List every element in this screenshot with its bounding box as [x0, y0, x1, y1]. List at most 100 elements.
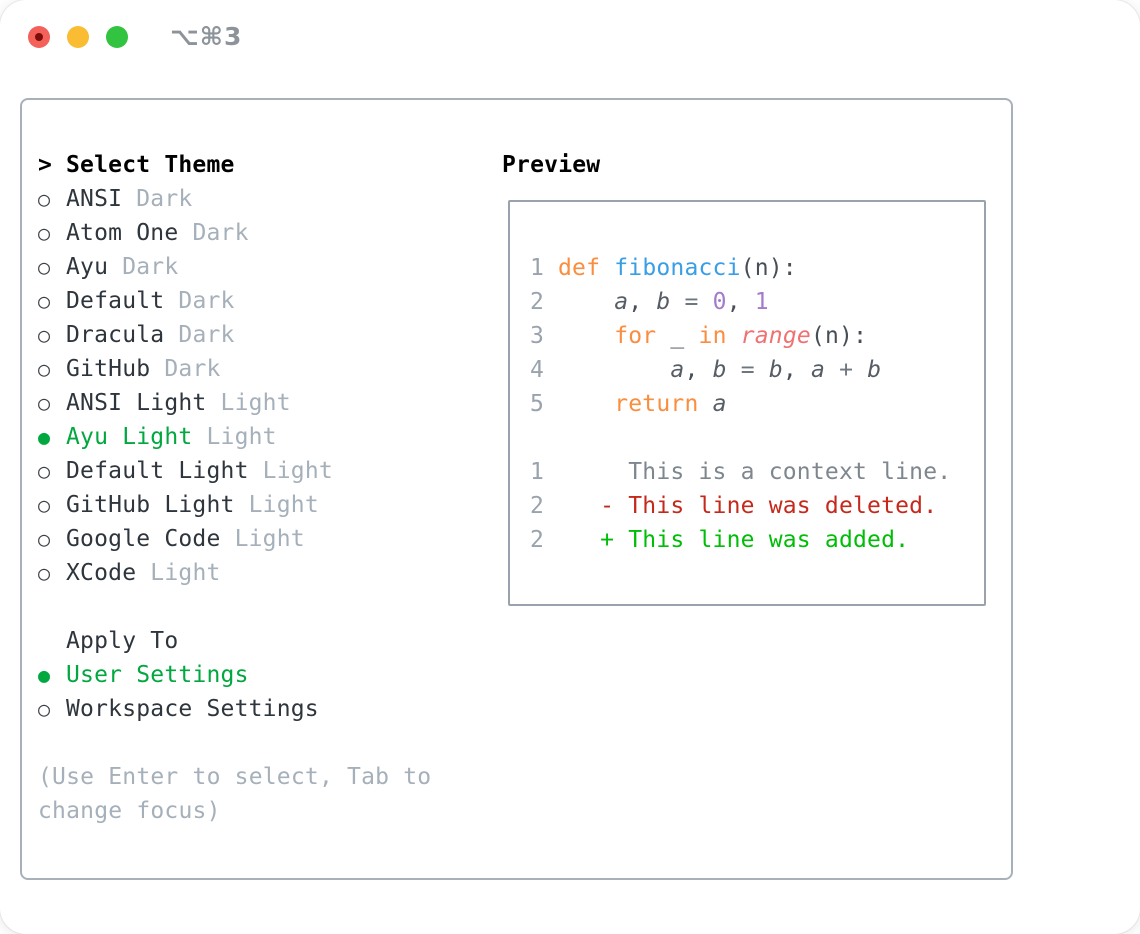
theme-variant-tag: Light — [220, 526, 305, 552]
code-token-op: = — [684, 289, 699, 315]
code-token-va: a — [712, 391, 727, 417]
radio-icon: ○ — [38, 493, 51, 517]
code-token-pl — [670, 289, 684, 315]
line-number: 2 — [530, 289, 545, 315]
radio-selected-icon: ● — [38, 663, 51, 687]
apply-option-label: User Settings — [66, 662, 249, 688]
theme-variant-tag: Dark — [178, 220, 249, 246]
theme-variant-tag: Light — [206, 390, 291, 416]
hint-text-line-1: (Use Enter to select, Tab to — [38, 764, 432, 790]
code-token-kw: in — [698, 323, 727, 349]
theme-variant-tag: Light — [234, 492, 319, 518]
code-token-nu: 1 — [754, 289, 769, 315]
code-token-va: b — [712, 357, 727, 383]
code-line: 3 for _ in range(n): — [530, 319, 951, 353]
theme-variant-tag: Dark — [108, 254, 179, 280]
theme-item-label: ANSI Light — [66, 390, 207, 416]
code-token-va: a — [670, 357, 685, 383]
spacer — [38, 590, 431, 624]
spacer — [530, 421, 951, 455]
code-token-pl: , — [726, 289, 755, 315]
diff-line: 2 - This line was deleted. — [530, 489, 951, 523]
theme-item-label: Ayu Light — [66, 424, 193, 450]
code-token-op: = — [740, 357, 755, 383]
theme-item-label: GitHub — [66, 356, 151, 382]
theme-item-label: Google Code — [66, 526, 221, 552]
theme-item-label: XCode — [66, 560, 137, 586]
line-number: 1 — [530, 255, 545, 281]
theme-item-default-light[interactable]: ○Default Light Light — [38, 454, 431, 488]
preview-header-label: Preview — [502, 152, 601, 178]
zoom-icon[interactable] — [106, 26, 128, 48]
code-token-pl: (n): — [740, 255, 797, 281]
theme-item-label: Default — [66, 288, 165, 314]
code-token-kw: return — [614, 391, 699, 417]
theme-item-ansi-light[interactable]: ○ ANSI Light Light — [38, 386, 431, 420]
code-token-pl — [558, 391, 614, 417]
minimize-icon[interactable] — [67, 26, 89, 48]
theme-variant-tag: Dark — [122, 186, 193, 212]
apply-to-header: Apply To — [38, 624, 431, 658]
radio-icon: ○ — [38, 221, 51, 245]
code-token-pl: , — [628, 289, 657, 315]
theme-item-ayu-light[interactable]: ●Ayu Light Light — [38, 420, 431, 454]
theme-variant-tag: Light — [248, 458, 333, 484]
radio-icon: ○ — [38, 391, 51, 415]
code-token-pl — [727, 323, 741, 349]
select-theme-header: >Select Theme — [38, 148, 431, 182]
code-token-va: b — [768, 357, 783, 383]
code-token-pl — [727, 357, 741, 383]
theme-item-ansi[interactable]: ○ ANSI Dark — [38, 182, 431, 216]
code-token-kw: def — [558, 255, 601, 281]
theme-item-default[interactable]: ○Default Dark — [38, 284, 431, 318]
code-token-va: b — [656, 289, 671, 315]
code-token-nu: 0 — [712, 289, 727, 315]
code-token-del: - This line was deleted. — [558, 493, 938, 519]
line-number: 2 — [530, 493, 545, 519]
radio-icon: ○ — [38, 255, 51, 279]
theme-item-github[interactable]: ○GitHub Dark — [38, 352, 431, 386]
apply-option-user-settings[interactable]: ● User Settings — [38, 658, 431, 692]
theme-item-xcode[interactable]: ○XCode Light — [38, 556, 431, 590]
diff-line: 2 + This line was added. — [530, 523, 951, 557]
theme-item-dracula[interactable]: ○Dracula Dark — [38, 318, 431, 352]
radio-icon: ○ — [38, 527, 51, 551]
code-token-pl — [825, 357, 839, 383]
theme-item-label: ANSI — [66, 186, 123, 212]
spacer — [38, 726, 431, 760]
theme-item-label: Ayu — [66, 254, 109, 280]
code-token-va: a — [614, 289, 629, 315]
line-number: 3 — [530, 323, 545, 349]
line-number: 4 — [530, 357, 545, 383]
code-line: 2 a, b = 0, 1 — [530, 285, 951, 319]
theme-variant-tag: Dark — [150, 356, 221, 382]
radio-icon: ○ — [38, 323, 51, 347]
code-token-va: a — [810, 357, 826, 383]
theme-variant-tag: Dark — [164, 288, 235, 314]
hint-text-line-2: change focus) — [38, 798, 221, 824]
theme-item-github-light[interactable]: ○GitHub Light Light — [38, 488, 431, 522]
close-icon[interactable] — [28, 26, 50, 48]
apply-option-workspace-settings[interactable]: ○Workspace Settings — [38, 692, 431, 726]
code-token-bi: range — [740, 323, 811, 349]
select-theme-header-label: Select Theme — [66, 152, 235, 178]
code-token-pl: , — [782, 357, 811, 383]
radio-icon: ○ — [38, 459, 51, 483]
theme-item-google-code[interactable]: ○ Google Code Light — [38, 522, 431, 556]
theme-item-atom-one[interactable]: ○Atom One Dark — [38, 216, 431, 250]
radio-icon: ○ — [38, 187, 51, 211]
theme-item-ayu[interactable]: ○ Ayu Dark — [38, 250, 431, 284]
code-token-pl: , — [684, 357, 713, 383]
apply-option-label: Workspace Settings — [66, 696, 319, 722]
window-shortcut-label: ⌥⌘3 — [170, 22, 243, 51]
line-number: 2 — [530, 527, 545, 553]
radio-selected-icon: ● — [38, 425, 51, 449]
code-token-pl — [699, 391, 713, 417]
apply-to-header-label: Apply To — [66, 628, 179, 654]
code-token-va: b — [867, 357, 882, 383]
code-token-pl — [853, 357, 867, 383]
line-number: 5 — [530, 391, 545, 417]
